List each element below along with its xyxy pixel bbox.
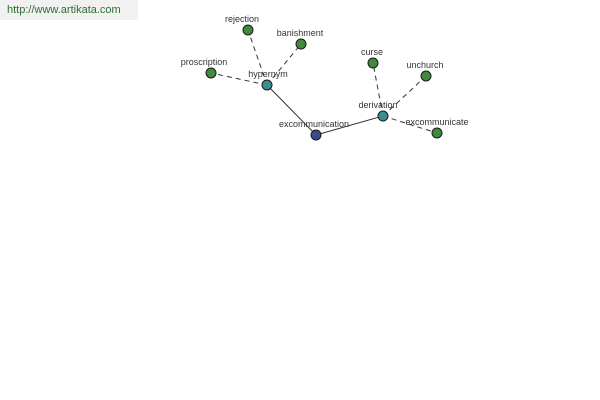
site-url-label[interactable]: http://www.artikata.com: [0, 0, 138, 20]
label-excommunicate[interactable]: excommunicate: [405, 117, 468, 127]
edge-hypernym-proscription: [210, 72, 268, 86]
node-banishment[interactable]: [295, 38, 307, 50]
node-curse[interactable]: [367, 57, 379, 69]
edge-root-derivation: [315, 115, 384, 136]
edge-hypernym-rejection: [247, 29, 268, 86]
label-proscription[interactable]: proscription: [181, 57, 228, 67]
node-unchurch[interactable]: [420, 70, 432, 82]
edge-root-hypernym: [266, 84, 317, 136]
label-excommunication[interactable]: excommunication: [279, 119, 349, 129]
node-rejection[interactable]: [242, 24, 254, 36]
label-unchurch[interactable]: unchurch: [406, 60, 443, 70]
edge-derivation-excommunicate: [382, 115, 438, 134]
label-rejection[interactable]: rejection: [225, 14, 259, 24]
label-banishment[interactable]: banishment: [277, 28, 324, 38]
node-root-excommunication[interactable]: [310, 129, 322, 141]
node-derivation[interactable]: [377, 110, 389, 122]
node-hypernym[interactable]: [261, 79, 273, 91]
node-excommunicate[interactable]: [431, 127, 443, 139]
edge-derivation-unchurch: [382, 75, 427, 117]
label-hypernym[interactable]: hypernym: [248, 69, 288, 79]
label-curse[interactable]: curse: [361, 47, 383, 57]
node-proscription[interactable]: [205, 67, 217, 79]
label-derivation[interactable]: derivation: [358, 100, 397, 110]
